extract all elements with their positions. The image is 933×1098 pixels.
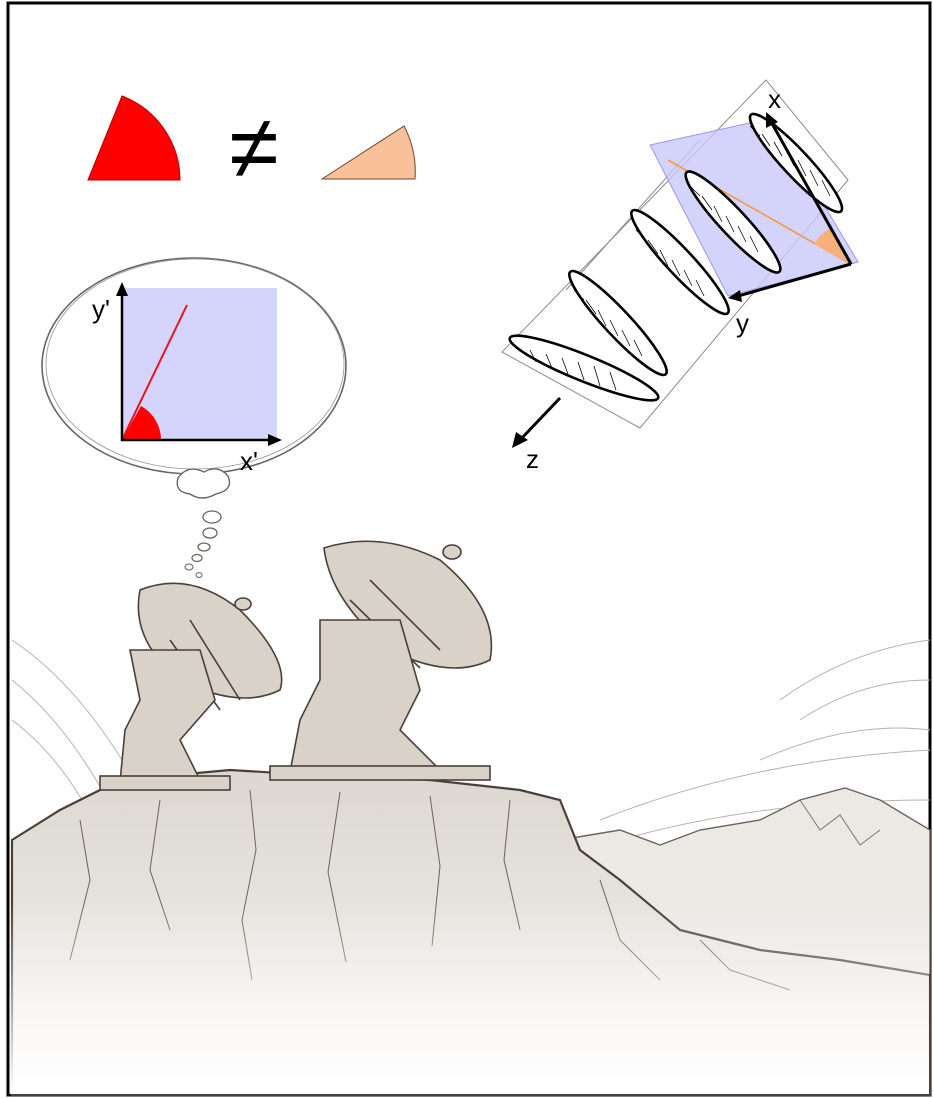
x-prime-label: x'	[240, 446, 258, 476]
x-label: x	[768, 84, 781, 114]
not-equal-symbol: ≠	[229, 98, 278, 198]
bottom-fog	[10, 900, 929, 1094]
y-prime-label: y'	[92, 294, 110, 324]
z-label: z	[526, 444, 539, 474]
y-label: y	[736, 308, 749, 338]
